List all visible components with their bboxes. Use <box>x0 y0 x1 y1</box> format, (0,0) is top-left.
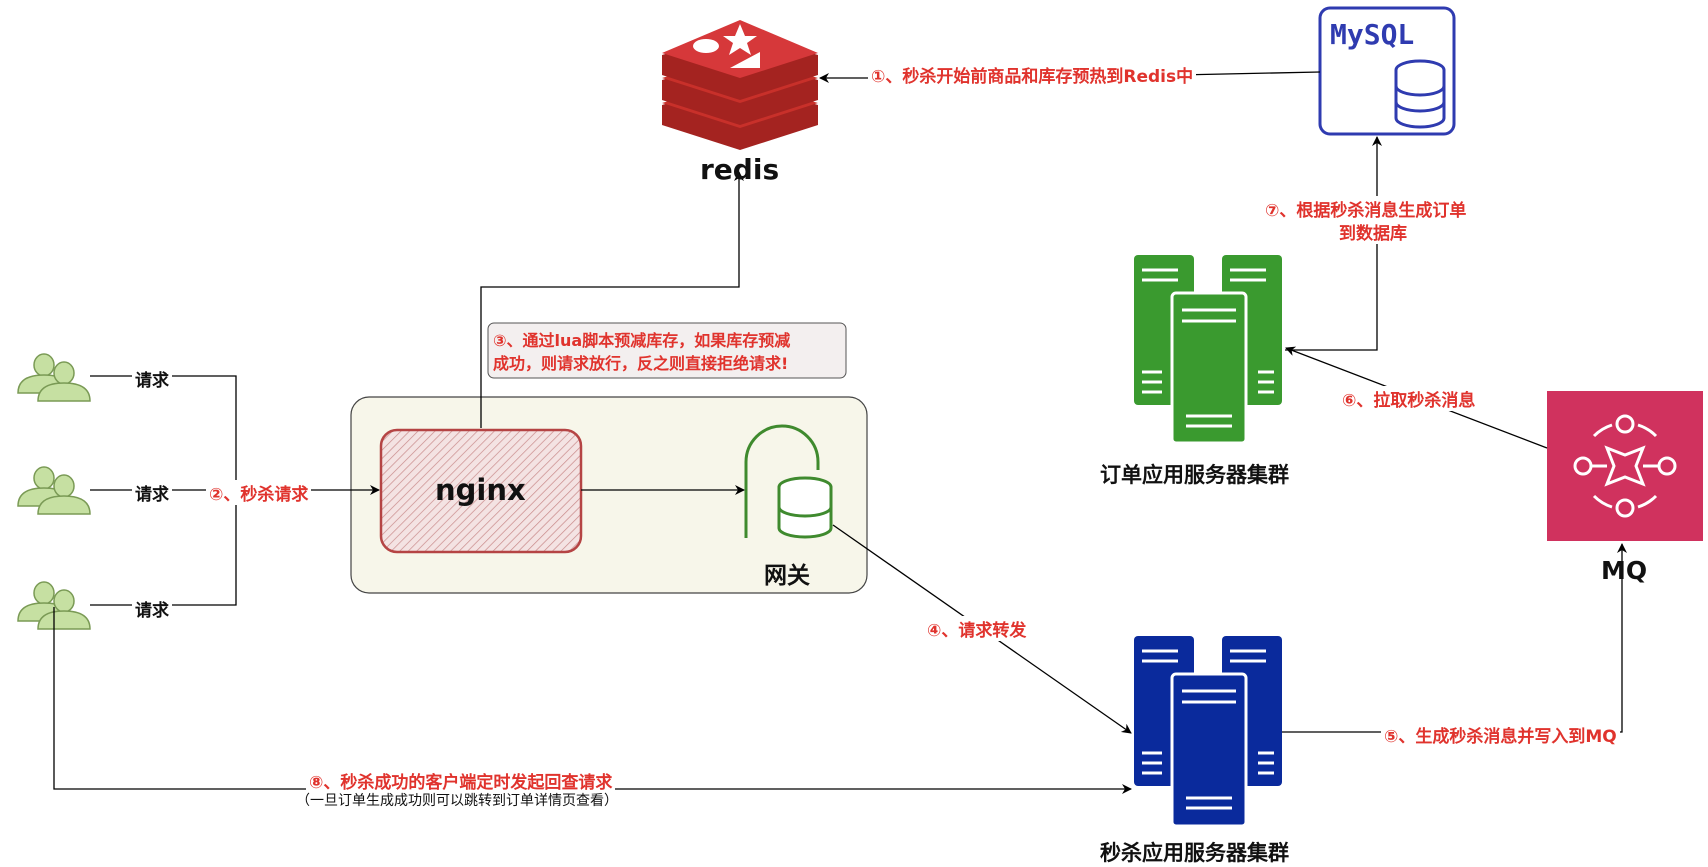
step-5-label: ⑤、生成秒杀消息并写入到MQ <box>1381 722 1620 747</box>
gateway-icon <box>744 424 833 539</box>
mysql-label: MySQL <box>1330 18 1415 51</box>
nginx-box <box>379 428 583 554</box>
user-request-label-2: 请求 <box>132 480 172 505</box>
mq-label: MQ <box>1601 556 1648 585</box>
mysql-icon <box>1318 6 1456 136</box>
arrow-write-mq <box>1282 543 1627 733</box>
step-2-label: ②、秒杀请求 <box>206 480 312 505</box>
seckill-server-cluster-icon <box>1134 636 1282 828</box>
seckill-cluster-label: 秒杀应用服务器集群 <box>1100 841 1289 865</box>
user-icon-2 <box>17 466 91 515</box>
step-1-label: ①、秒杀开始前商品和库存预热到Redis中 <box>868 62 1197 87</box>
step-8-note: （一旦订单生成成功则可以跳转到订单详情页查看） <box>293 790 621 810</box>
step-3-label-line2: 成功，则请求放行，反之则直接拒绝请求! <box>493 354 789 373</box>
step-8-label: ⑧、秒杀成功的客户端定时发起回查请求 <box>306 768 616 793</box>
step-7-label-line2: 到数据库 <box>1336 219 1410 244</box>
user-request-label-3: 请求 <box>132 596 172 621</box>
step-7-label-line1: ⑦、根据秒杀消息生成订单 <box>1262 196 1470 221</box>
user-request-label-1: 请求 <box>132 366 172 391</box>
arrow-poll-request <box>53 607 1132 794</box>
arrow-nginx-to-redis <box>480 171 744 428</box>
mq-icon <box>1547 391 1703 541</box>
step-3-label-line1: ③、通过lua脚本预减库存，如果库存预减 <box>493 331 791 350</box>
order-cluster-label: 订单应用服务器集群 <box>1100 463 1289 487</box>
user-icon-1 <box>17 353 91 402</box>
step-6-label: ⑥、拉取秒杀消息 <box>1339 386 1479 411</box>
redis-icon <box>662 20 818 150</box>
gateway-label: 网关 <box>764 563 810 589</box>
redis-label: redis <box>700 153 780 186</box>
nginx-label: nginx <box>435 473 526 507</box>
step-3-box <box>487 322 847 379</box>
order-server-cluster-icon <box>1134 255 1282 445</box>
step-4-label: ④、请求转发 <box>924 616 1030 641</box>
